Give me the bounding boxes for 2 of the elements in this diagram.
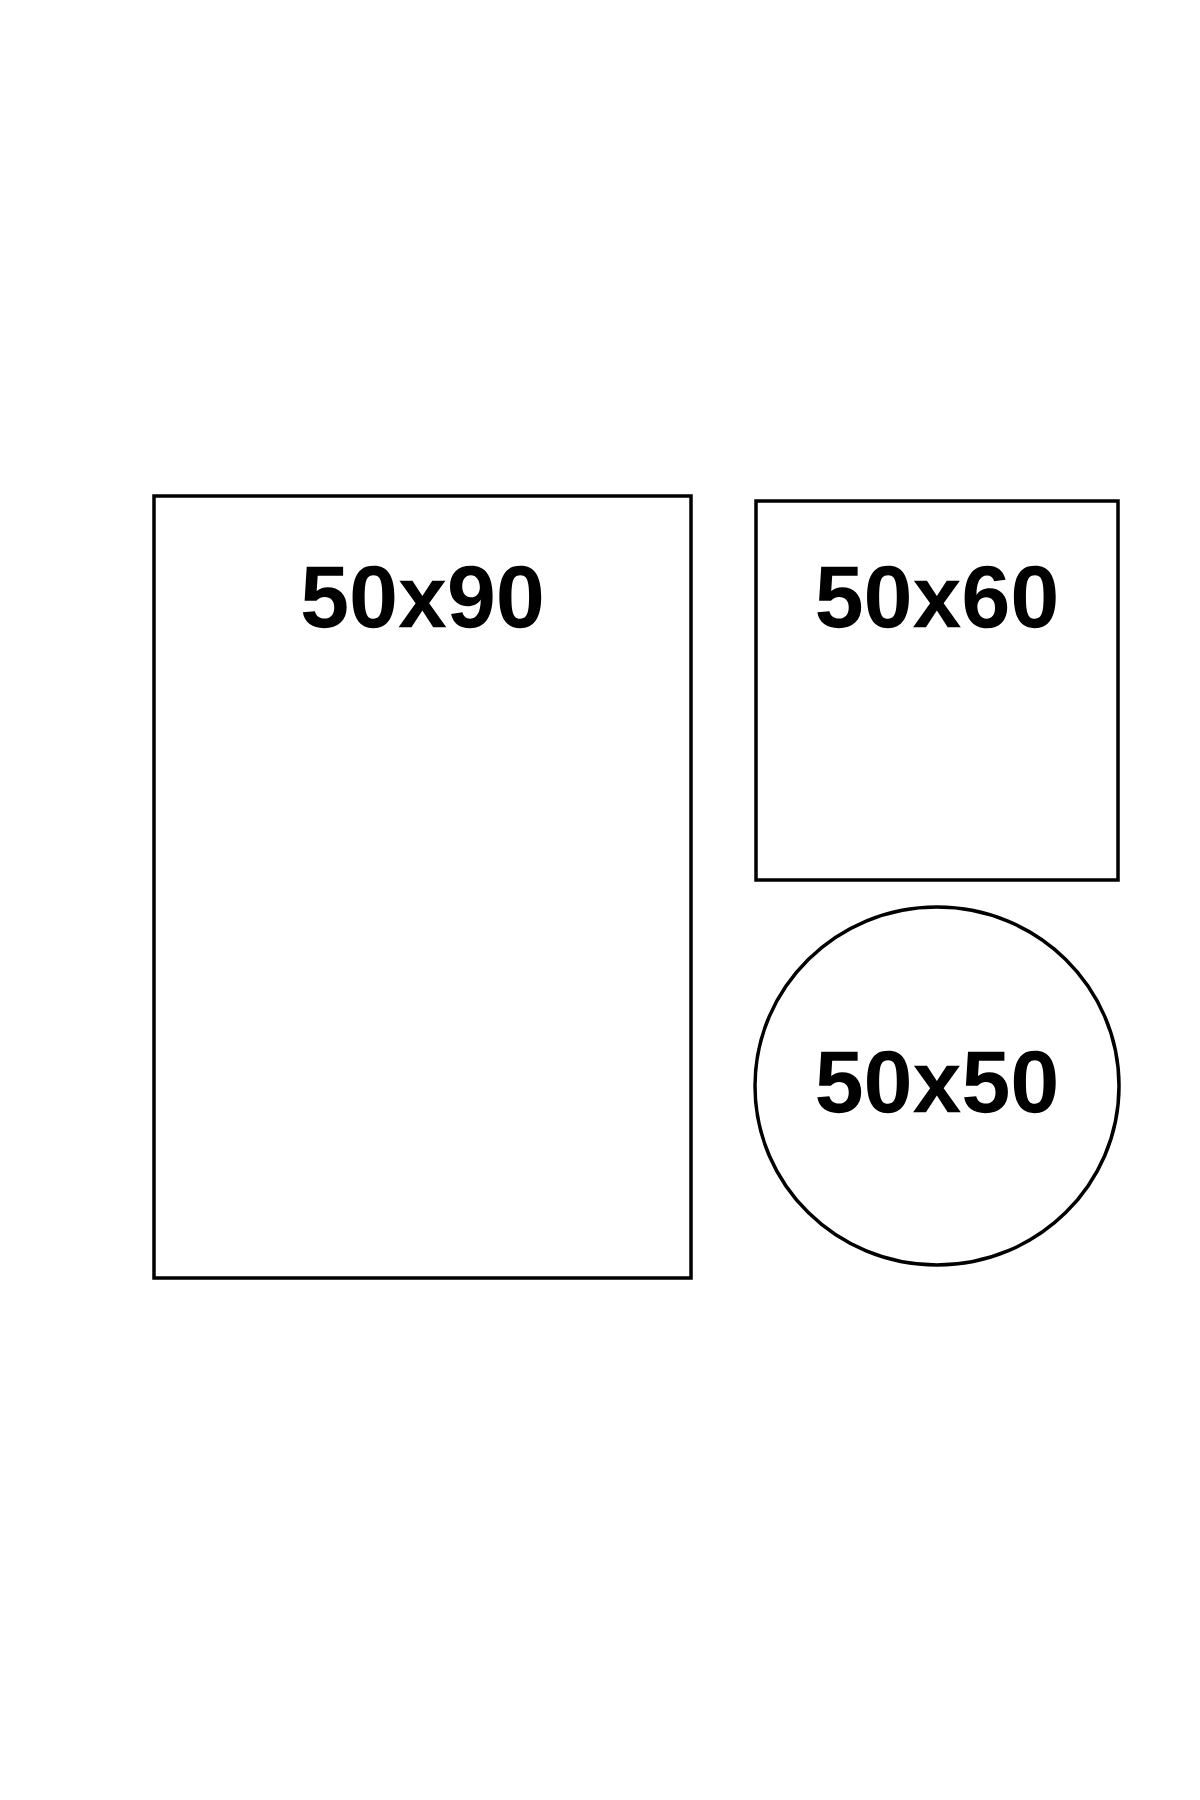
rectangle-box: 50x60	[754, 499, 1120, 882]
rectangle-box: 50x90	[152, 494, 693, 1280]
